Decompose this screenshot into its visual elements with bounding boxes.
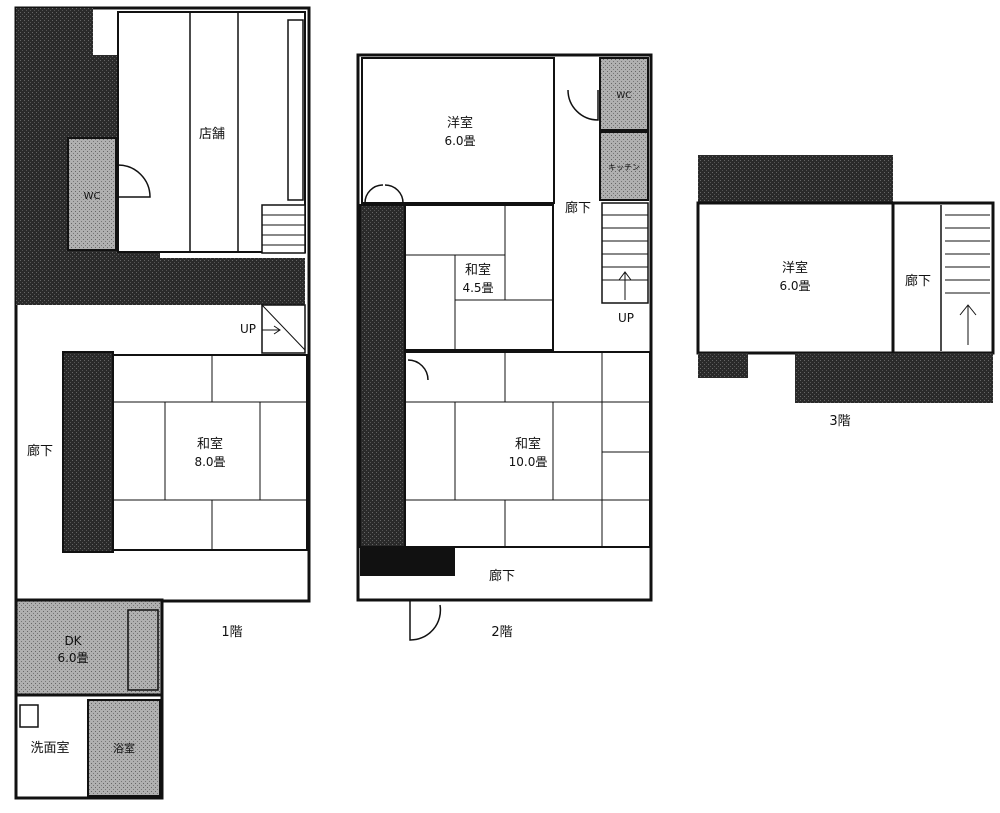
floor-1-closet — [62, 351, 114, 553]
bath-label: 浴室 — [113, 741, 135, 755]
washitsu-10-label: 和室 — [515, 436, 541, 452]
floor-2-double-door-icon — [364, 184, 384, 204]
floor-3-yoshitsu-size: 6.0畳 — [779, 279, 810, 293]
washitsu-4-5-tatami — [404, 204, 554, 351]
floor-2-yoshitsu-size: 6.0畳 — [444, 134, 475, 148]
floor-1-up-label: UP — [240, 322, 256, 336]
floor-2-outer-wall — [356, 53, 653, 602]
floor-2-closet-door-icon — [407, 359, 429, 381]
floor-3-stairs — [945, 214, 990, 345]
floor-2-yoshitsu-label: 洋室 — [447, 115, 473, 131]
floor-2-caption: 2階 — [491, 625, 512, 640]
floor-1-stairs-top — [261, 204, 306, 254]
floor-2-up-label: UP — [618, 311, 634, 325]
floor-2-corridor-top-label: 廊下 — [565, 200, 591, 216]
floor-2-wc-label: WC — [616, 91, 631, 101]
floor-1-kitchen-label: DK — [64, 634, 82, 648]
washitsu-4-5-label: 和室 — [465, 262, 491, 278]
floor-1-caption: 1階 — [221, 625, 242, 640]
washitsu-4-5-size: 4.5畳 — [462, 281, 493, 295]
floor-3-yoshitsu-label: 洋室 — [782, 260, 808, 276]
floor-1-corridor-label: 廊下 — [27, 443, 53, 459]
floor-2-stairs — [601, 202, 649, 304]
floor-2-kitchenette-label: キッチン — [608, 163, 640, 172]
floor-1-bath — [87, 699, 161, 797]
floor-3-top-storage — [698, 155, 893, 203]
shop-label: 店舗 — [199, 127, 225, 142]
floor-1-wc-label: WC — [84, 191, 101, 202]
washitsu-10-tatami — [404, 351, 651, 548]
floor-2-wc-door-icon — [567, 89, 599, 121]
floor-1-plan: 店舗 WC UP 和室 8.0畳 廊下 DK 6.0畳 洗面室 浴室 1階 — [14, 6, 311, 800]
floor-2-wc — [599, 57, 649, 131]
floor-1-wc — [67, 137, 117, 251]
floor-3-yoshitsu — [696, 201, 895, 355]
floor-3-up-arrow-icon — [959, 304, 977, 316]
floor-3-caption: 3階 — [829, 414, 850, 429]
floor-3-bottom-storage — [795, 353, 993, 403]
floor-3-plan: 洋室 6.0畳 廊下 3階 — [696, 155, 995, 429]
floor-1-kitchen — [14, 598, 164, 697]
washitsu-8-size: 8.0畳 — [194, 455, 225, 469]
washroom-label: 洗面室 — [30, 740, 69, 756]
floor-2-closet — [359, 204, 406, 548]
floor-2-bottom-storage — [360, 548, 455, 576]
floor-1-kitchen-size: 6.0畳 — [57, 651, 88, 665]
floor-3-corridor-label: 廊下 — [905, 273, 931, 289]
floor-2-kitchenette — [599, 131, 649, 201]
floor-2-plan: 洋室 6.0畳 WC キッチン 廊下 和室 4.5畳 UP 和室 10.0畳 廊… — [356, 53, 653, 641]
washitsu-10-size: 10.0畳 — [509, 455, 548, 469]
floor-2-corridor-bottom-label: 廊下 — [489, 568, 515, 584]
floor-3-bottom-left-storage — [698, 353, 748, 378]
floor-2-entry-door-icon — [409, 600, 442, 641]
washitsu-8-label: 和室 — [197, 436, 223, 452]
washitsu-8-tatami — [112, 354, 308, 551]
wc-door-icon — [117, 164, 151, 198]
floor-2-yoshitsu — [361, 57, 555, 204]
floor-1-stairs-up — [261, 304, 306, 354]
